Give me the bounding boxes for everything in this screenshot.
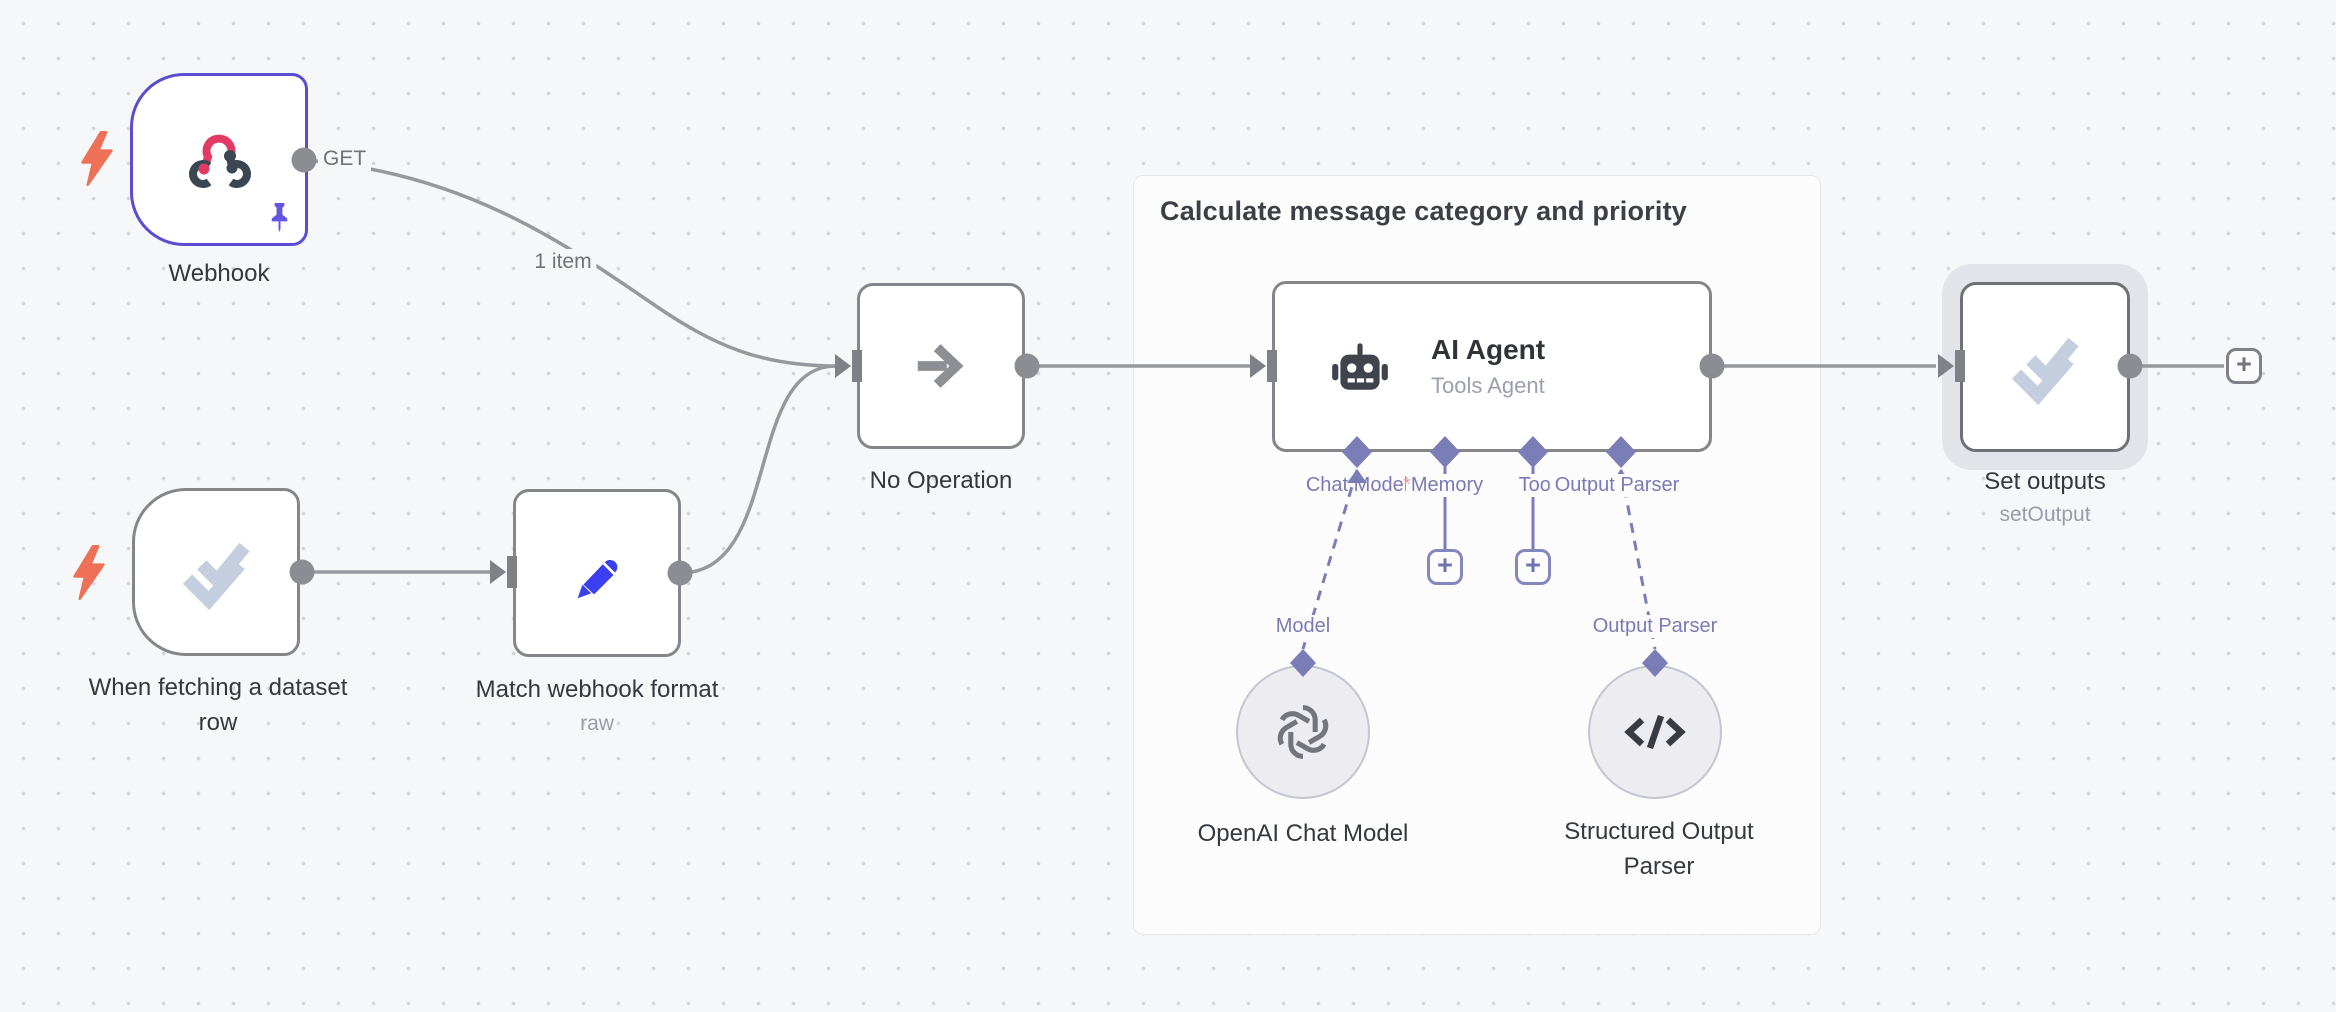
- double-check-icon: [182, 542, 250, 610]
- trigger-bolt-icon: [73, 545, 105, 600]
- set-outputs-label: Set outputs: [1984, 468, 2106, 495]
- wire-match-to-noop[interactable]: [679, 364, 837, 575]
- structured-output-parser-label: Structured Output Parser: [1564, 818, 1754, 880]
- node-openai-chat-model[interactable]: [1236, 665, 1370, 799]
- plus-icon: +: [1437, 550, 1453, 580]
- ai-agent-subtitle: Tools Agent: [1431, 373, 1545, 398]
- node-ai-agent[interactable]: AI Agent Tools Agent: [1272, 281, 1712, 452]
- webhook-output-port-label: GET: [318, 146, 372, 172]
- memory-port-label: Memory: [1405, 474, 1489, 497]
- webhook-icon: [189, 134, 251, 188]
- code-brackets-icon: [1624, 714, 1686, 750]
- input-arrow-match: [490, 560, 506, 584]
- node-set-outputs[interactable]: [1960, 282, 2130, 452]
- no-operation-label: No Operation: [869, 467, 1013, 494]
- match-webhook-format-label: Match webhook format: [475, 676, 719, 703]
- trigger-bolt-icon: [81, 131, 113, 186]
- openai-chat-model-label: OpenAI Chat Model: [1197, 820, 1409, 847]
- set-outputs-subtitle: setOutput: [1999, 503, 2091, 526]
- output-parser-port-label: Output Parser: [1549, 474, 1685, 497]
- plus-icon: +: [1525, 550, 1541, 580]
- tool-port-label: Tool: [1513, 474, 1561, 497]
- ai-agent-title: AI Agent: [1431, 334, 1546, 365]
- input-arrow-noop: [835, 354, 851, 378]
- group-title: Calculate message category and priority: [1160, 196, 1687, 226]
- node-match-webhook-format[interactable]: [513, 489, 681, 657]
- pin-icon: [271, 202, 288, 232]
- add-next-node-button[interactable]: +: [2226, 348, 2262, 384]
- plus-icon: +: [2236, 349, 2252, 379]
- add-memory-button[interactable]: +: [1427, 549, 1463, 585]
- chat-model-port-label: Chat Model: [1305, 474, 1409, 496]
- model-input-label: Model: [1270, 615, 1336, 638]
- dataset-trigger-label: When fetching a dataset row: [88, 674, 348, 736]
- robot-icon: [1332, 342, 1388, 390]
- webhook-label: Webhook: [168, 260, 270, 287]
- add-tool-button[interactable]: +: [1515, 549, 1551, 585]
- double-check-icon: [2011, 337, 2079, 405]
- match-webhook-format-subtitle: raw: [580, 712, 614, 735]
- openai-logo-icon: [1277, 705, 1329, 759]
- node-dataset-trigger[interactable]: [132, 488, 300, 656]
- arrow-right-icon: [917, 344, 964, 388]
- output-parser-input-label: Output Parser: [1587, 615, 1723, 638]
- pencil-icon: [577, 559, 618, 599]
- node-no-operation[interactable]: [857, 283, 1025, 449]
- required-asterisk: *: [1403, 474, 1411, 496]
- items-count-label: 1 item: [529, 249, 597, 275]
- node-structured-output-parser[interactable]: [1588, 665, 1722, 799]
- node-webhook[interactable]: [130, 73, 308, 246]
